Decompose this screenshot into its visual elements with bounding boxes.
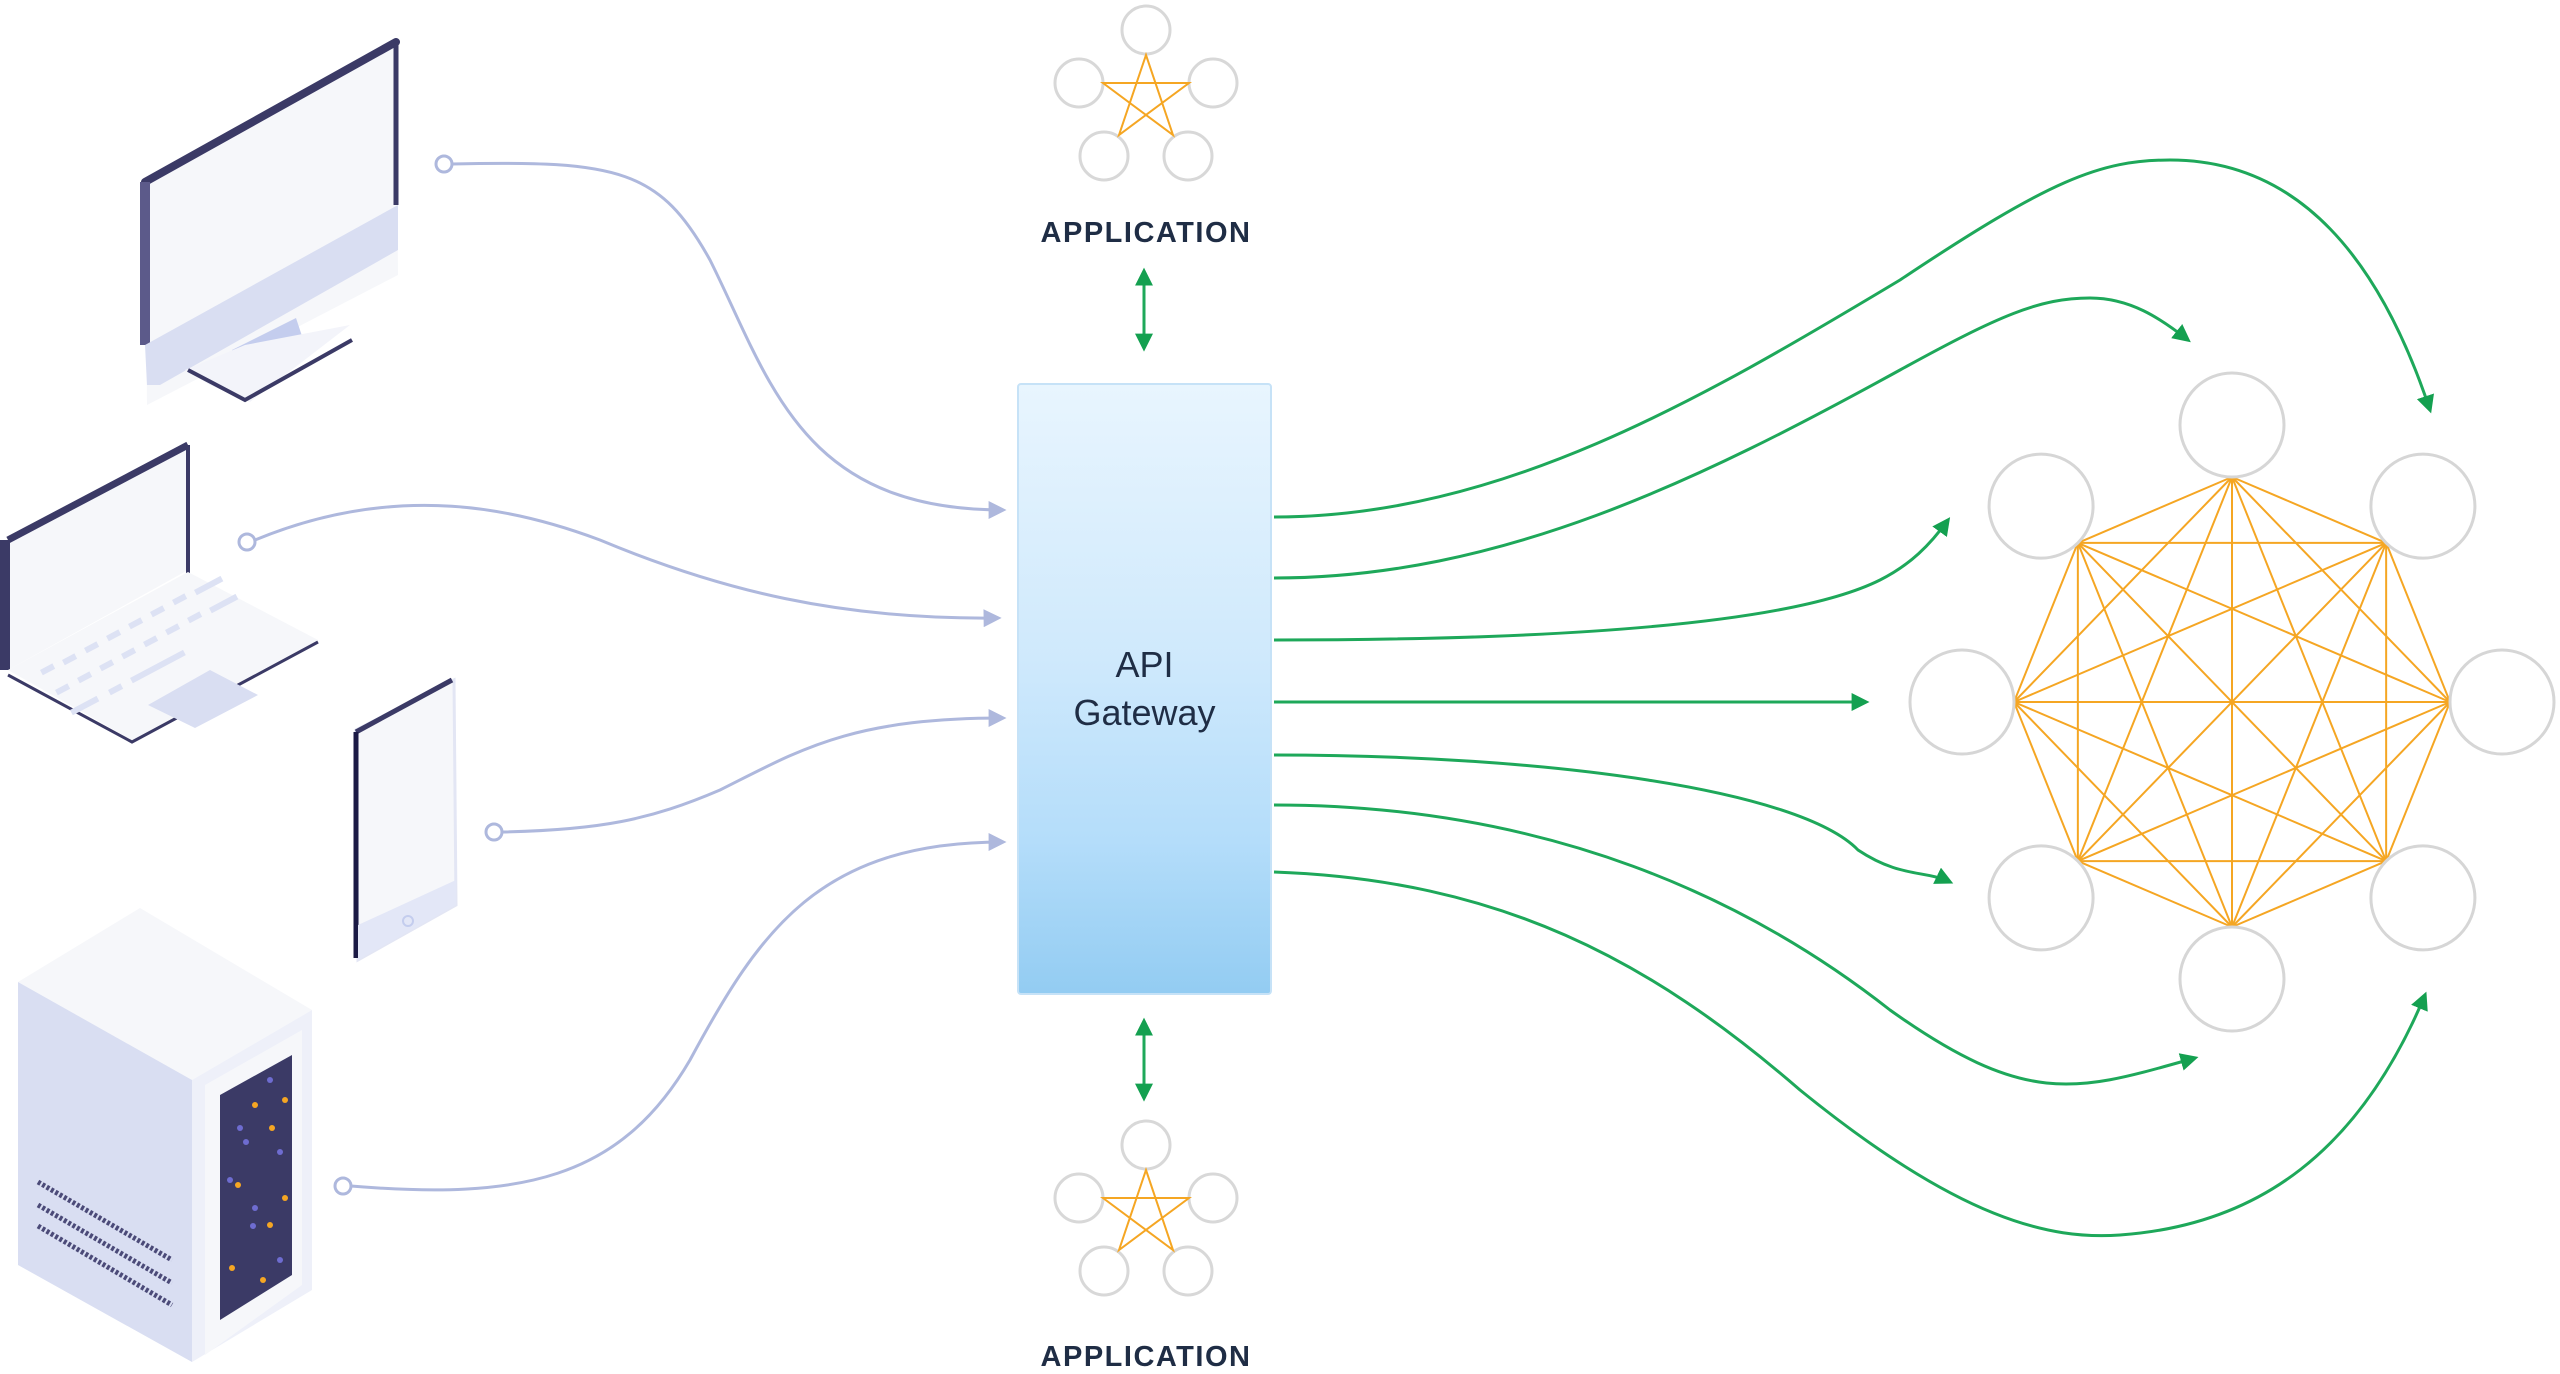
mesh-edge — [2076, 476, 2233, 862]
mesh-edge — [2231, 476, 2387, 544]
mesh-edge — [2231, 542, 2388, 928]
mesh-edge — [2077, 860, 2233, 928]
mesh-edge — [2013, 701, 2233, 928]
server-to-gateway-connector — [350, 833, 1007, 1192]
desktop-to-gateway-connector — [451, 161, 1007, 519]
microservice-node — [1987, 452, 2095, 560]
server-connector-dot — [333, 1176, 353, 1196]
api-gateway-box: API Gateway — [1017, 383, 1272, 995]
mesh-edge — [2077, 476, 2233, 544]
mesh-edge — [2385, 701, 2451, 862]
laptop-icon — [0, 441, 319, 744]
laptop-connector-dot — [237, 532, 257, 552]
gateway-out-arrow-3 — [1273, 517, 1951, 642]
gateway-out-arrow-5 — [1273, 753, 1954, 884]
mesh-nodes — [1908, 371, 2556, 1033]
application-top-cluster-icon — [1053, 4, 1239, 182]
server-tower-icon — [18, 908, 312, 1362]
gateway-out-arrow-2 — [1273, 296, 2191, 580]
mesh-edges — [2013, 476, 2451, 928]
mesh-edge — [2013, 701, 2387, 863]
microservice-node — [2178, 925, 2286, 1033]
tablet-connector-dot — [484, 822, 504, 842]
gateway-out-arrow-1 — [1273, 158, 2434, 519]
mesh-edge — [2385, 542, 2451, 703]
mesh-edge — [2013, 542, 2079, 703]
gateway-label-line1: API — [1115, 644, 1174, 685]
mesh-edge — [2013, 701, 2079, 862]
mesh-edge — [2231, 860, 2387, 928]
microservice-node — [2369, 844, 2477, 952]
mesh-edge — [2077, 542, 2387, 862]
desktop-connector-dot — [434, 154, 454, 174]
mesh-edge — [2013, 541, 2387, 703]
mesh-edge — [2077, 701, 2451, 863]
microservice-node — [1987, 844, 2095, 952]
gateway-label-line2: Gateway — [1073, 692, 1216, 733]
application-top-label: APPLICATION — [1040, 217, 1252, 249]
gateway-out-arrow-6 — [1273, 803, 2199, 1086]
microservice-node — [2448, 648, 2556, 756]
mesh-edge — [2077, 541, 2451, 703]
laptop-to-gateway-connector — [254, 503, 1002, 628]
application-bottom-cluster-icon — [1053, 1119, 1239, 1297]
desktop-monitor-icon — [140, 38, 400, 405]
mesh-edge — [2076, 542, 2233, 928]
microservice-node — [2369, 452, 2477, 560]
gateway-out-arrow-7 — [1273, 870, 2428, 1238]
microservice-node — [1908, 648, 2016, 756]
mesh-edge — [2231, 476, 2388, 862]
microservice-node — [2178, 371, 2286, 479]
tablet-to-gateway-connector — [501, 709, 1007, 834]
application-bottom-label: APPLICATION — [1040, 1341, 1252, 1373]
tablet-icon — [353, 677, 458, 963]
